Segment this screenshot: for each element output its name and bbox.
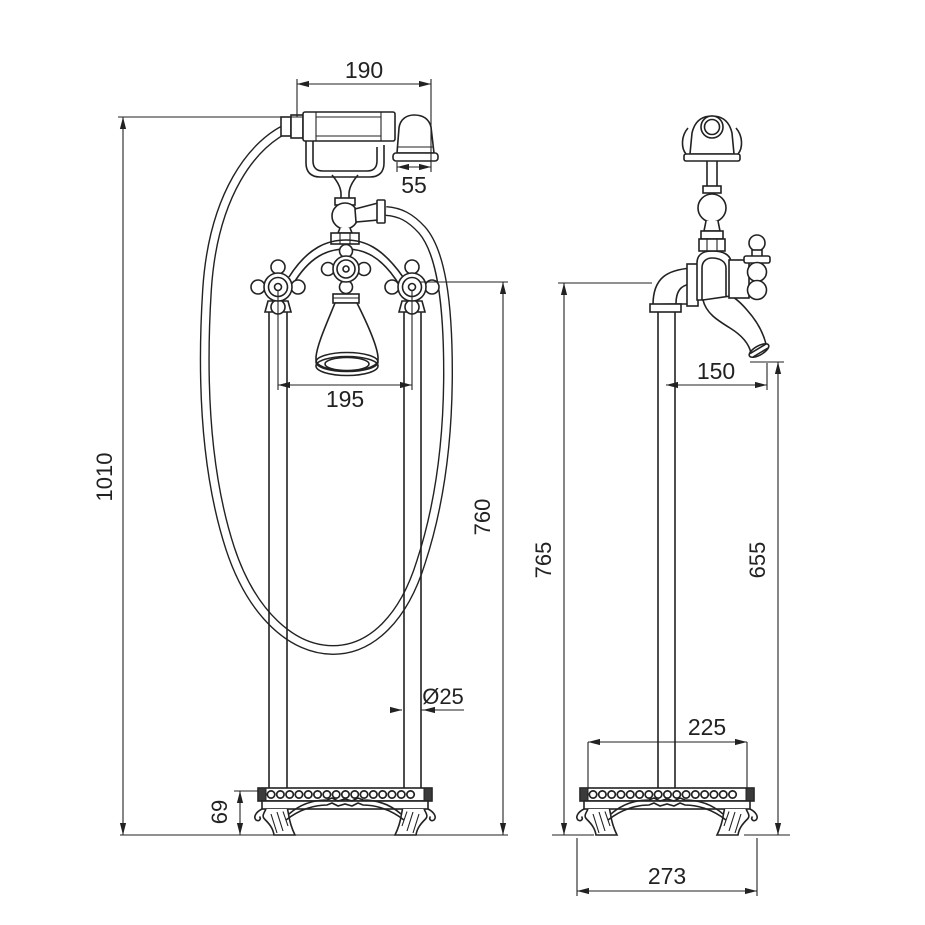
dim-spout-height: 655 xyxy=(745,361,784,835)
dim-label-55: 55 xyxy=(401,172,427,198)
dim-handle-centres: 195 xyxy=(277,290,413,412)
dim-label-69: 69 xyxy=(207,800,232,824)
shower-hose xyxy=(199,121,454,656)
front-base-plinth xyxy=(255,788,435,835)
dim-label-765: 765 xyxy=(531,542,556,579)
handset-cradle xyxy=(305,141,386,245)
dim-label-195: 195 xyxy=(326,386,364,412)
dim-base-overall-width: 273 xyxy=(576,838,758,896)
hose-connector xyxy=(280,116,292,137)
handset-grip xyxy=(302,111,396,142)
front-view xyxy=(199,111,454,835)
side-cross-handle xyxy=(728,234,771,301)
side-riser-pipe xyxy=(657,312,676,788)
dim-riser-diameter: Ø25 xyxy=(390,684,464,714)
side-cradle-column xyxy=(681,115,743,252)
dim-handset-width: 190 xyxy=(296,57,432,172)
side-spout xyxy=(702,295,770,359)
dim-label-150: 150 xyxy=(697,358,735,384)
handset-head xyxy=(396,114,435,154)
dim-label-655: 655 xyxy=(745,542,770,579)
dim-spout-reach: 150 xyxy=(666,358,768,390)
side-view xyxy=(577,115,771,835)
side-valve-body xyxy=(696,250,732,301)
inlet-elbow xyxy=(649,263,699,313)
dim-valve-height: 760 xyxy=(420,281,508,835)
dim-label-273: 273 xyxy=(648,863,686,889)
dim-label-diameter-25: Ø25 xyxy=(422,684,464,709)
dim-overall-height: 1010 xyxy=(92,116,302,835)
side-base-plinth xyxy=(577,788,757,835)
dim-handset-head: 55 xyxy=(396,162,431,198)
handset xyxy=(280,111,439,162)
dim-label-1010: 1010 xyxy=(92,453,117,502)
dim-base-top-width: 225 xyxy=(587,714,748,789)
cradle-ball-joint xyxy=(331,202,359,230)
dim-label-190: 190 xyxy=(345,57,383,83)
hose-outlet xyxy=(376,199,386,224)
dim-inlet-height: 765 xyxy=(531,282,652,835)
dim-label-225: 225 xyxy=(688,714,726,740)
bell-spout xyxy=(315,293,379,377)
side-view-dimensions: 765 655 150 225 273 xyxy=(531,282,790,896)
riser-legs xyxy=(268,312,422,788)
front-view-dimensions: 190 55 195 1010 760 xyxy=(92,57,508,836)
dim-base-height: 69 xyxy=(207,790,259,835)
dim-label-760: 760 xyxy=(470,499,495,536)
